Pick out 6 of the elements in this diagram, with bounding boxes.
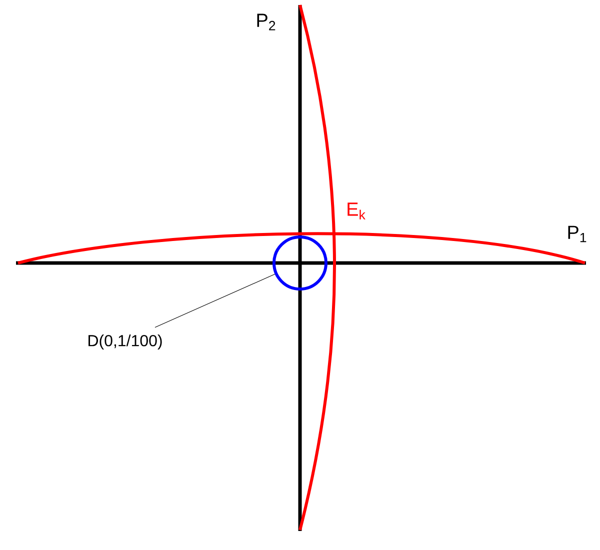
point-label: P$_{1}$ xyxy=(568,226,586,242)
leader-line xyxy=(154,274,276,328)
disk-circle xyxy=(272,236,328,290)
point-label: P$_{2}$ xyxy=(257,14,276,30)
point-label: E$_{k}$ xyxy=(348,202,366,220)
formula-label: D(0,1/100) xyxy=(88,334,162,350)
